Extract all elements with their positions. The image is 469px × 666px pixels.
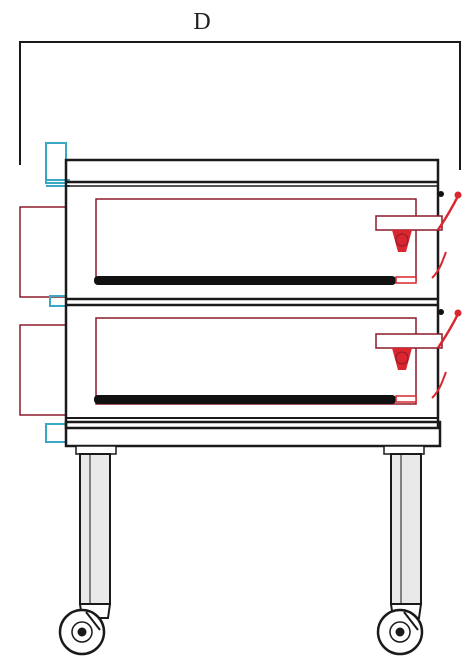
oven-outer-frame (64, 158, 440, 430)
dimension-line (19, 41, 461, 170)
stand-legs (75, 445, 425, 605)
upper-deck-stone (94, 276, 396, 285)
top-bracket (45, 142, 67, 184)
lower-deck-chamber (95, 317, 417, 405)
left-leg (79, 453, 111, 605)
dimension-bracket (19, 41, 461, 170)
upper-deck-chamber (95, 198, 417, 282)
lower-deck (94, 317, 417, 405)
base-plinth (64, 420, 442, 448)
dimension-label: D (193, 9, 210, 35)
lower-control-knob-icon (375, 309, 462, 399)
upper-side-box (19, 206, 67, 298)
bottom-bracket (45, 423, 67, 443)
left-side-boxes (19, 206, 67, 416)
left-leg-plate (75, 445, 117, 455)
oven-body (64, 158, 442, 448)
upper-control-knob-icon (375, 191, 462, 279)
left-caster-icon (58, 603, 112, 656)
lower-side-box (19, 324, 67, 416)
right-leg (390, 453, 422, 605)
lower-deck-stone (94, 395, 396, 404)
upper-deck (94, 198, 417, 285)
right-leg-plate (383, 445, 425, 455)
right-caster-icon (376, 603, 424, 656)
